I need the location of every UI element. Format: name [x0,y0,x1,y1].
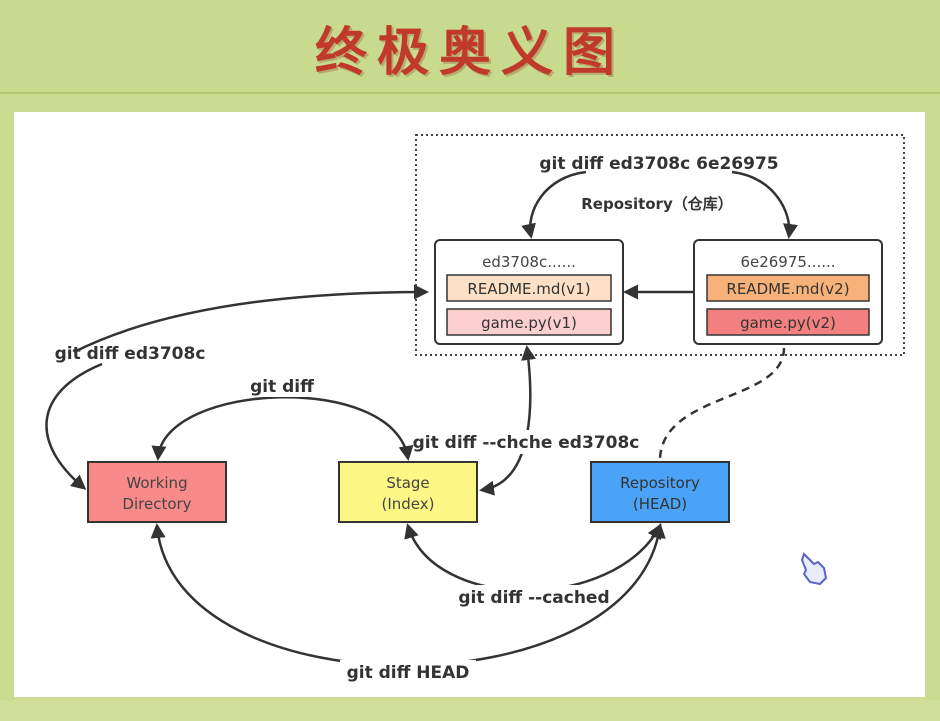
commit-6e26975: 6e26975...... README.md(v2) game.py(v2) [693,239,883,345]
area-working-line1: Working [126,474,187,492]
dashed-link-head-commit [658,347,786,459]
commit-left-file-2-box [446,308,612,336]
commit-left-file-1: README.md(v1) [467,280,590,298]
commit-left-file-1-box [446,274,612,302]
area-working-line2: Directory [122,495,191,513]
area-stage-line1: Stage [386,474,429,492]
commit-right-file-2-box [706,308,870,336]
label-diff-head-bg [340,660,476,684]
arrow-diff-two-commits-left [521,170,587,239]
area-repo-line2: (HEAD) [633,495,687,513]
commit-right-file-1-box [706,274,870,302]
arrow-diff-two-commits-right [731,170,798,239]
area-working-directory: Working Directory [87,461,227,523]
label-diff-bg [246,375,318,397]
commit-ed3708c: ed3708c...... README.md(v1) game.py(v1) [434,239,624,345]
commit-right-file-2: game.py(v2) [740,314,836,332]
slide-title: 终极奥义图 [314,22,625,83]
label-diff: git diff [250,377,314,397]
diagram-panel: ed3708c...... README.md(v1) game.py(v1) … [14,112,925,697]
commit-left-file-2: game.py(v1) [481,314,577,332]
hand-cursor-icon [800,552,828,586]
label-diff-head: git diff HEAD [347,663,470,683]
arrow-diff-cache-commit [479,345,536,496]
arrow-diff-commit-to-commit [73,284,429,354]
commit-right-file-1: README.md(v2) [726,280,849,298]
label-diff-cache-commit: git diff --chche ed3708c [413,433,640,453]
label-diff-two-commits: git diff ed3708c 6e26975 [539,154,778,174]
area-repo-line1: Repository [620,474,700,492]
label-diff-cached: git diff --cached [458,588,609,608]
repository-group-border [415,134,905,356]
arrow-diff-cached [404,523,662,592]
arrow-diff-working-stage [151,396,414,461]
label-diff-cached-bg [460,585,610,609]
area-stage-line2: (Index) [382,495,435,513]
area-stage: Stage (Index) [338,461,478,523]
commit-right-hash: 6e26975...... [740,253,835,271]
arrow-diff-commit-to-working [45,362,103,490]
git-diff-diagram: ed3708c...... README.md(v1) game.py(v1) … [45,134,905,684]
title-bar [0,0,940,94]
label-diff-commit: git diff ed3708c [55,344,206,364]
bottom-strip [0,700,940,721]
repository-group-label: Repository（仓库） [581,195,733,213]
label-diff-cache-commit-bg [416,430,636,454]
commit-left-hash: ed3708c...... [482,253,576,271]
area-repository-head: Repository (HEAD) [590,461,730,523]
